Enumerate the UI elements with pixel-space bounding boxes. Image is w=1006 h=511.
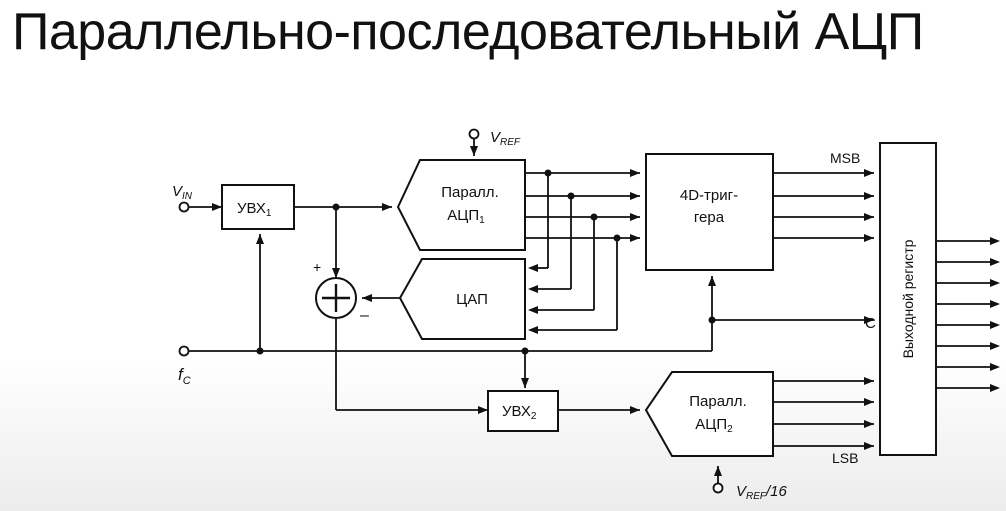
wires <box>188 138 994 484</box>
output-register-block <box>879 142 937 456</box>
summer-minus-sign: – <box>360 307 369 324</box>
latch-block <box>645 153 774 271</box>
vref16-terminal <box>712 482 724 494</box>
clock-input-label: C <box>865 315 876 332</box>
flash-adc-1-block <box>396 159 526 251</box>
fc-terminal <box>178 345 190 357</box>
dac-block <box>398 258 526 340</box>
output-register-label: Выходной регистр <box>900 239 916 358</box>
vin-label: VIN <box>172 183 193 202</box>
latch-label-line2: гера <box>694 209 725 226</box>
fc-label: fC <box>178 365 191 387</box>
flash-adc-1-label-line2: АЦП1 <box>447 207 485 226</box>
flash-adc-2-label-line2: АЦП2 <box>695 416 733 435</box>
flash-adc-2-block <box>644 371 774 457</box>
flash-adc-2-label-line1: Паралл. <box>689 393 746 410</box>
summer-plus-sign: + <box>313 259 321 275</box>
flash-adc-1-label-line1: Паралл. <box>441 184 498 201</box>
vref-terminal <box>468 128 480 140</box>
latch-label-line1: 4D-триг- <box>680 187 738 204</box>
page-title: Параллельно-последовательный АЦП <box>12 3 924 61</box>
msb-label: MSB <box>830 150 860 166</box>
vref16-label: VREF/16 <box>736 483 788 502</box>
sample-hold-1-label: УВХ1 <box>237 200 272 219</box>
arrowheads <box>212 146 1000 476</box>
sample-hold-2-label: УВХ2 <box>502 403 537 422</box>
summer-node <box>315 277 357 319</box>
vref-label: VREF <box>490 129 521 148</box>
sample-hold-1-block <box>221 184 295 230</box>
junction-dots <box>256 169 716 355</box>
vin-terminal <box>178 201 190 213</box>
sample-hold-2-block <box>487 390 559 432</box>
lsb-label: LSB <box>832 450 858 466</box>
dac-label: ЦАП <box>456 291 488 308</box>
